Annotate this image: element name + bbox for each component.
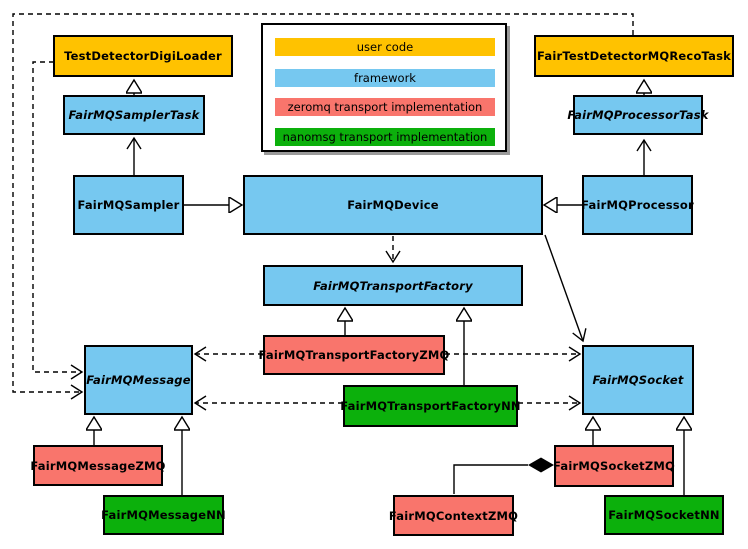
class-box-fairmqprocessor: FairMQProcessor — [581, 175, 694, 235]
class-box-testdetectordigiloader: TestDetectorDigiLoader — [53, 35, 233, 77]
class-box-fairmqmessagezmq: FairMQMessageZMQ — [30, 445, 165, 486]
legend-label: user code — [356, 40, 414, 54]
class-box-fairmqsocket: FairMQSocket — [582, 345, 694, 415]
class-box-fairmqsampler: FairMQSampler — [73, 175, 184, 235]
legend-label: zeromq transport implementation — [287, 100, 483, 114]
class-box-fairmqsamplertask: FairMQSamplerTask — [63, 95, 205, 135]
class-box-fairmqmessagenn: FairMQMessageNN — [101, 495, 226, 535]
class-box-fairmqtransportfactoryzmq: FairMQTransportFactoryZMQ — [259, 335, 449, 375]
legend-label: nanomsg transport implementation — [282, 130, 488, 144]
class-box-fairtestdetectormqrecotask: FairTestDetectorMQRecoTask — [534, 35, 734, 77]
class-box-fairmqtransportfactorynn: FairMQTransportFactoryNN — [340, 385, 521, 427]
legend-item-framework: framework — [275, 69, 495, 87]
edge-socketzmq-to-contextzmq — [453, 464, 528, 494]
legend-label: framework — [354, 71, 416, 85]
legend-item-nanomsg: nanomsg transport implementation — [275, 128, 495, 146]
class-box-fairmqsocketnn: FairMQSocketNN — [604, 495, 724, 535]
class-box-fairmqtransportfactory: FairMQTransportFactory — [263, 265, 523, 306]
class-box-fairmqmessage: FairMQMessage — [84, 345, 193, 415]
class-box-fairmqprocessortask: FairMQProcessorTask — [567, 95, 708, 135]
legend-item-user-code: user code — [275, 38, 495, 56]
edge-device-to-socket — [544, 234, 587, 343]
legend: user code framework zeromq transport imp… — [261, 23, 507, 152]
class-box-fairmqdevice: FairMQDevice — [243, 175, 543, 235]
legend-item-zeromq: zeromq transport implementation — [275, 98, 495, 116]
class-box-fairmqcontextzmq: FairMQContextZMQ — [389, 495, 518, 536]
aggregation-diamond-icon — [528, 457, 554, 473]
class-box-fairmqsocketzmq: FairMQSocketZMQ — [553, 445, 675, 487]
